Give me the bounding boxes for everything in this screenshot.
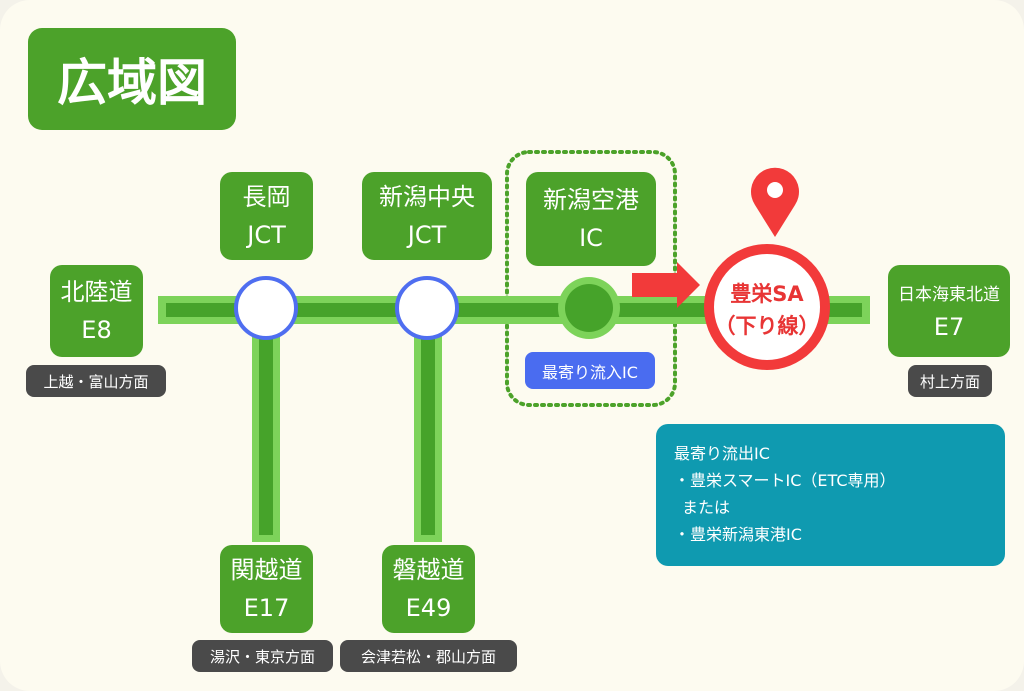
banetsu-direction: 会津若松・郡山方面 — [340, 640, 517, 672]
hokuriku-box: 北陸道 E8 — [50, 265, 143, 357]
ic-name: 新潟空港 — [543, 186, 639, 214]
road-name: 日本海東北道 — [898, 285, 1000, 305]
hokuriku-direction: 上越・富山方面 — [26, 365, 166, 397]
road-code: E8 — [81, 316, 112, 344]
road-code: E49 — [405, 594, 452, 622]
exit-info-box: 最寄り流出IC ・豊栄スマートIC（ETC専用） または ・豊栄新潟東港IC — [656, 424, 1005, 566]
arrow-icon — [632, 262, 700, 308]
road-name: 関越道 — [230, 556, 303, 584]
nihonkai-box: 日本海東北道 E7 — [888, 265, 1010, 357]
nearest-entry-badge: 最寄り流入IC — [525, 352, 655, 389]
niigata-chuo-box: 新潟中央 JCT — [362, 172, 492, 260]
airport-box: 新潟空港 IC — [526, 172, 656, 266]
niigata-chuo-jct-node — [395, 276, 459, 340]
kanetsu-box: 関越道 E17 — [220, 545, 313, 633]
road-name: 北陸道 — [60, 278, 133, 306]
kanetsu-road-inner — [259, 310, 273, 535]
info-line: ・豊栄スマートIC（ETC専用） — [674, 471, 896, 490]
sa-label: 豊栄SA （下り線） — [707, 278, 827, 342]
info-line: ・豊栄新潟東港IC — [674, 525, 802, 544]
nagaoka-box: 長岡 JCT — [220, 172, 313, 260]
road-name: 磐越道 — [392, 556, 465, 584]
banetsu-box: 磐越道 E49 — [382, 545, 475, 633]
nihonkai-direction: 村上方面 — [908, 365, 992, 397]
sa-name: 豊栄SA — [730, 282, 804, 306]
jct-code: JCT — [247, 221, 286, 249]
banetsu-road-inner — [421, 310, 435, 535]
main-road-inner — [166, 303, 862, 317]
jct-name: 新潟中央 — [379, 183, 475, 211]
jct-code: JCT — [407, 221, 447, 249]
road-code: E7 — [933, 313, 965, 341]
nagaoka-jct-node — [234, 276, 298, 340]
sa-sub: （下り線） — [714, 314, 820, 338]
sa-node — [704, 244, 830, 370]
jct-name: 長岡 — [242, 183, 291, 211]
kanetsu-direction: 湯沢・東京方面 — [192, 640, 333, 672]
info-heading: 最寄り流出IC — [674, 444, 770, 463]
info-line: または — [682, 498, 731, 517]
page-title: 広域図 — [28, 28, 236, 130]
ic-code: IC — [579, 224, 603, 252]
road-code: E17 — [243, 594, 290, 622]
map-pin-icon — [751, 167, 799, 237]
